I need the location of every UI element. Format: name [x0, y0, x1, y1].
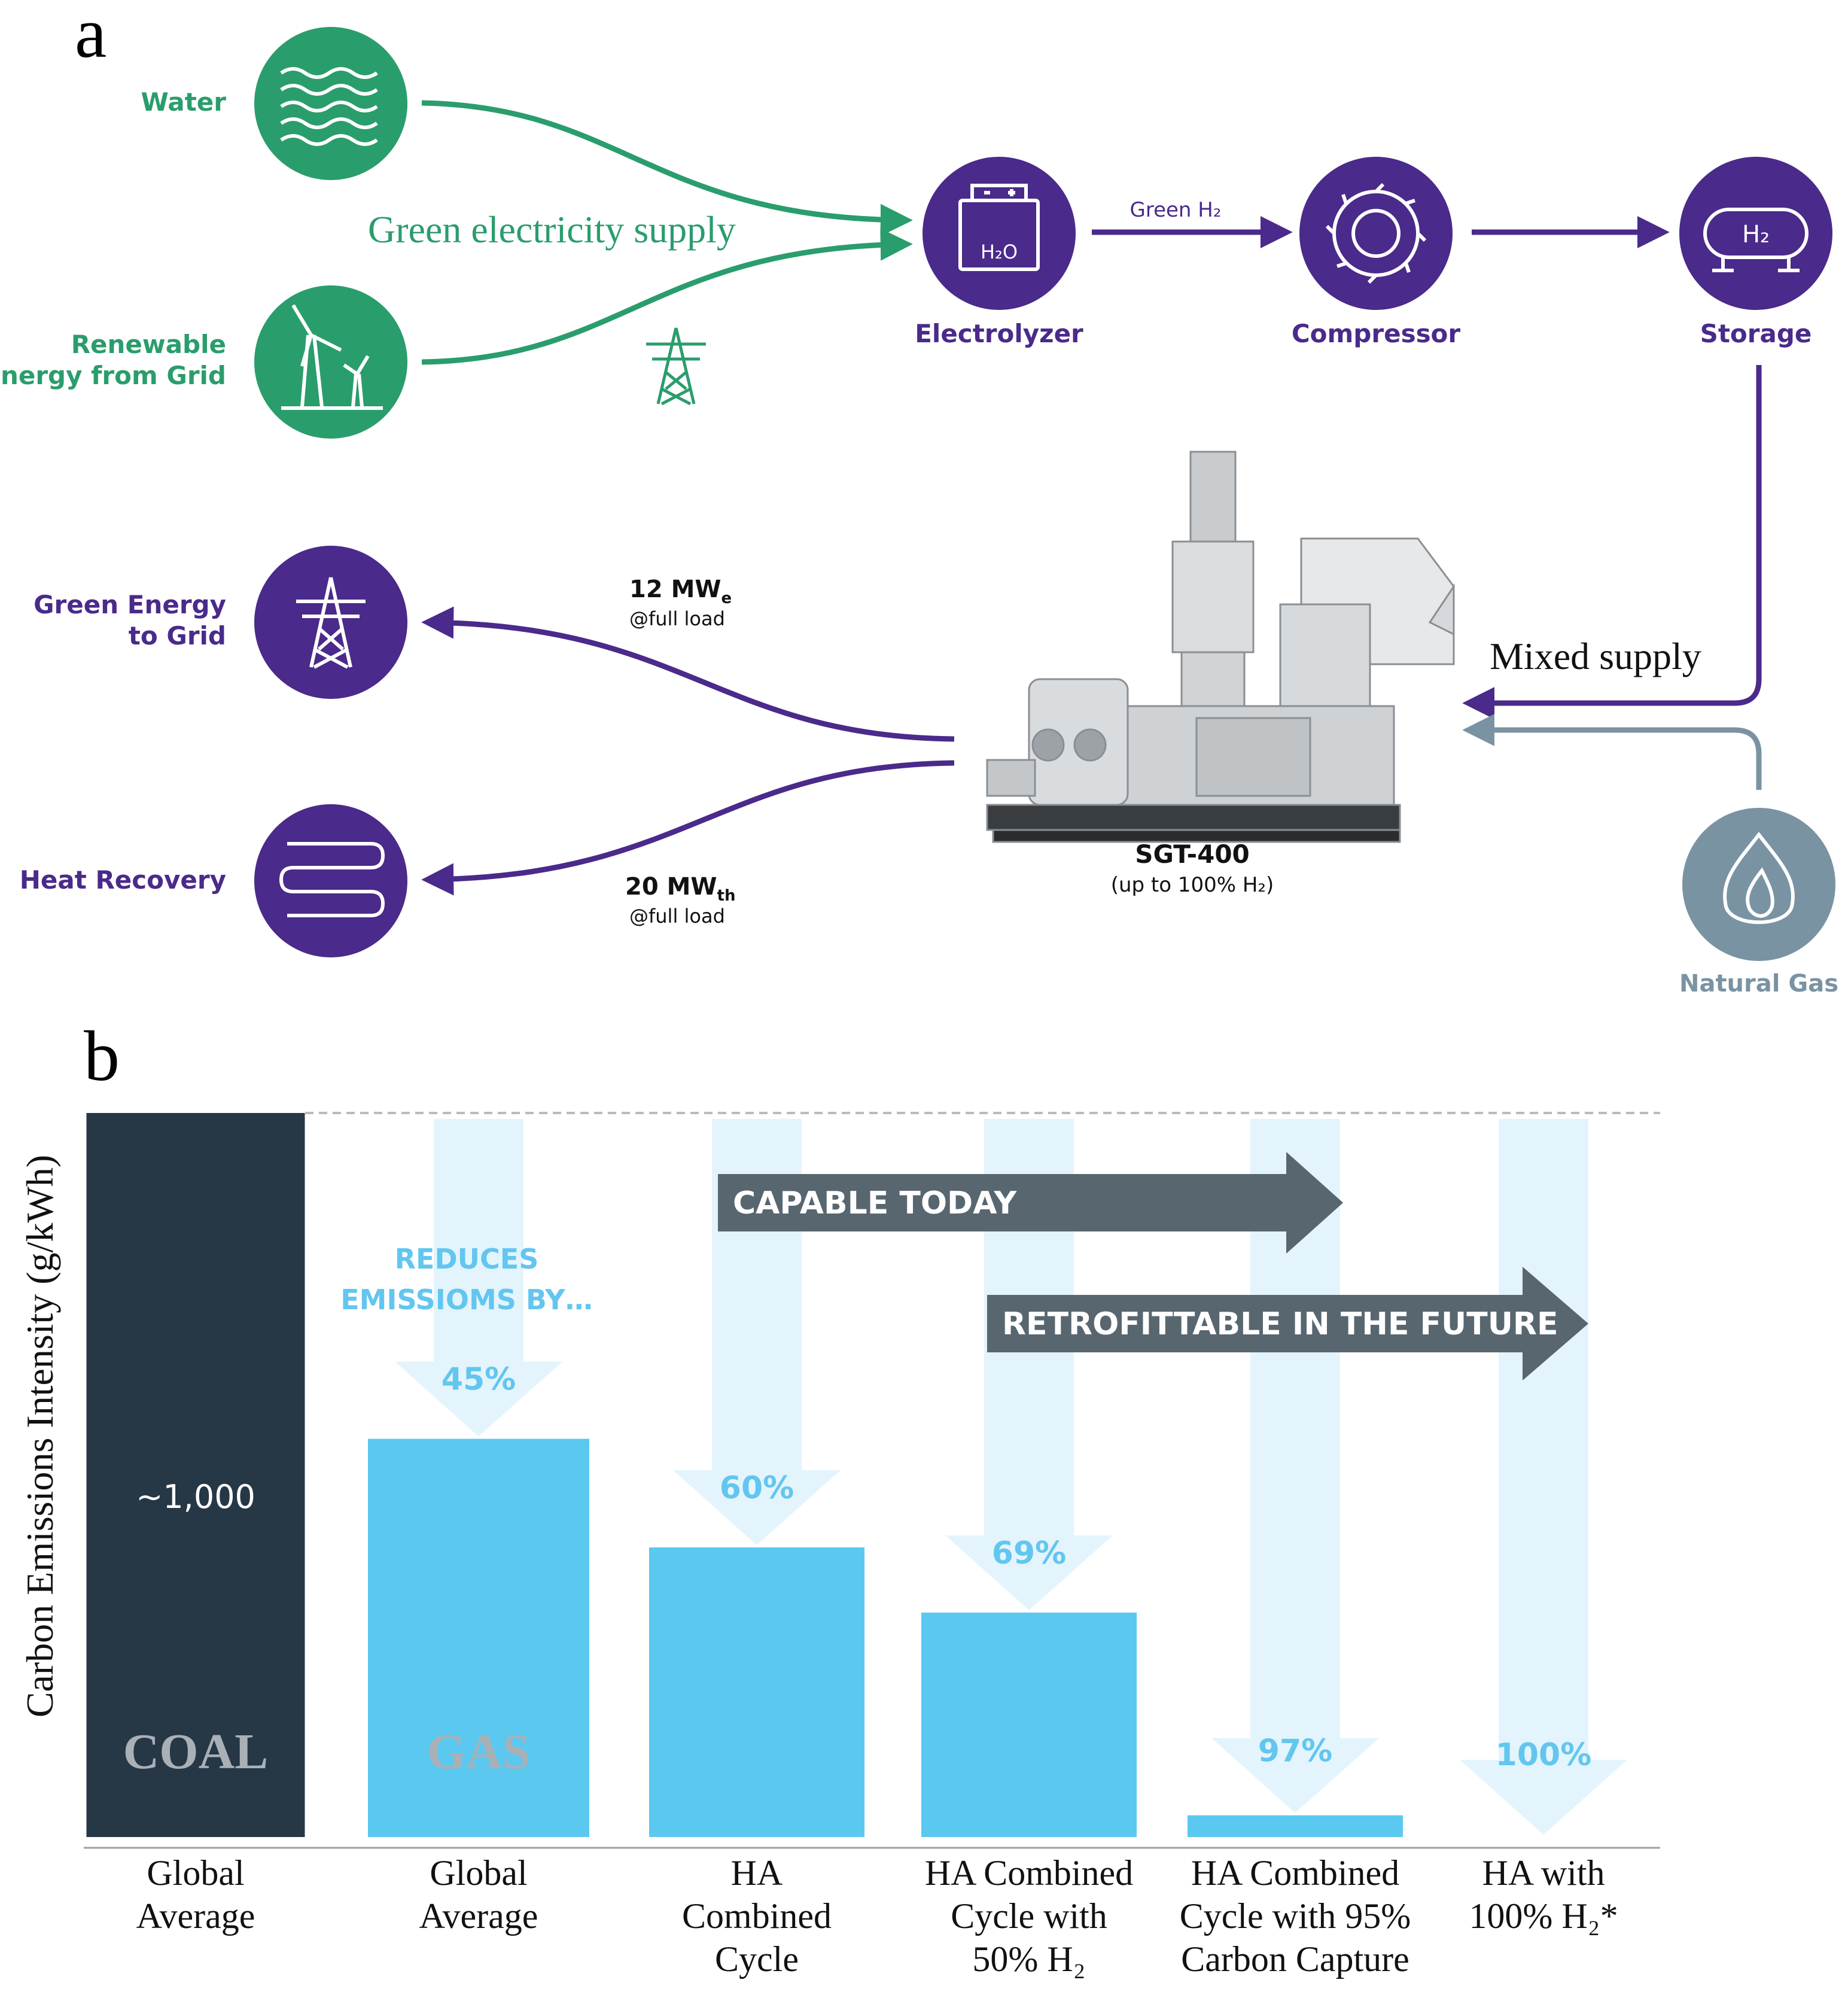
natural-gas-node: Natural Gas [1679, 808, 1838, 998]
bar [1188, 1815, 1403, 1837]
power-th-value: 20 MW [625, 873, 717, 901]
bar [649, 1547, 864, 1837]
bar [921, 1612, 1137, 1837]
power-thermal-annotation: 20 MWth @full load [625, 873, 735, 927]
category-label: Combined [682, 1896, 832, 1936]
water-to-electrolyzer-arrow [421, 100, 913, 236]
electrolyzer-symbol: H₂O [981, 241, 1018, 263]
bar [368, 1439, 589, 1837]
power-e-sub: e [721, 589, 732, 607]
category-label: Cycle [715, 1939, 799, 1979]
category-label: HA Combined [925, 1853, 1133, 1893]
green-supply-label: Green electricity supply [368, 208, 736, 251]
green-h2-label: Green H₂ [1130, 198, 1222, 222]
category-label: Average [136, 1896, 255, 1936]
power-pylon-icon [646, 327, 706, 406]
flow-connectors [421, 100, 1762, 896]
mixed-supply-label: Mixed supply [1490, 635, 1701, 677]
category-label: Average [419, 1896, 538, 1936]
category-label: HA [731, 1853, 783, 1893]
category-label: HA with [1482, 1853, 1605, 1893]
reduction-label: 45% [442, 1362, 516, 1398]
turbine-to-grid-arrow [421, 606, 955, 742]
reduces-label-2: EMISSIOMS BY… [340, 1284, 593, 1316]
storage-to-turbine-arrow [1462, 365, 1762, 719]
renewable-label-2: Energy from Grid [0, 361, 226, 390]
turbine-name: SGT-400 [1135, 840, 1250, 869]
svg-text:12 MWe: 12 MWe [629, 576, 732, 607]
green-grid-label-1: Green Energy [34, 590, 226, 619]
power-electric-annotation: 12 MWe @full load [629, 576, 732, 630]
storage-label: Storage [1700, 319, 1812, 348]
turbine-to-heat-arrow [421, 760, 955, 896]
category-label: Global [147, 1853, 244, 1893]
bar-type-label: COAL [123, 1724, 269, 1780]
reduction-label: 97% [1258, 1734, 1332, 1769]
category-label: Cycle with 95% [1180, 1896, 1411, 1936]
electrolyzer-node: H₂O Electrolyzer [915, 157, 1083, 348]
water-label: Water [141, 87, 227, 117]
storage-symbol: H₂ [1742, 221, 1770, 248]
bar-type-label: GAS [427, 1724, 531, 1780]
panel-b-label: b [84, 1016, 120, 1096]
power-e-note: @full load [629, 607, 725, 630]
reduction-label: 69% [992, 1535, 1066, 1571]
grid-pylon-icon [296, 577, 366, 669]
flame-icon [1723, 832, 1795, 925]
gas-to-turbine-arrow [1462, 714, 1762, 790]
reduction-label: 60% [720, 1470, 794, 1506]
panel-a-label: a [75, 0, 106, 72]
category-label: Cycle with [951, 1896, 1107, 1936]
compressor-gear-icon [1325, 183, 1427, 284]
power-e-value: 12 MW [629, 576, 721, 603]
capable-today-arrow [718, 1152, 1343, 1254]
heat-coil-icon [279, 842, 385, 917]
heat-recovery-node: Heat Recovery [20, 804, 407, 957]
renewable-label-1: Renewable [71, 330, 226, 359]
gas-turbine-package [986, 451, 1455, 843]
reduction-label: 100% [1496, 1737, 1592, 1773]
hydrogen-tank-icon [1703, 208, 1809, 272]
panel-b: b 45% 60% 69% 97% 100% REDUCES EMISSIOMS BY… ~1… [19, 1016, 1660, 1979]
y-axis-label: Carbon Emissions Intensity (g/kWh) [19, 1155, 61, 1717]
retrofittable-arrow [987, 1267, 1588, 1380]
natural-gas-label: Natural Gas [1679, 970, 1838, 998]
panel-a: a Water [0, 0, 1838, 998]
category-label: Carbon Capture [1181, 1939, 1409, 1979]
green-grid-node: Green Energy to Grid [34, 546, 407, 699]
category-label: 50% H₂ [972, 1939, 1085, 1979]
storage-node: H₂ Storage [1679, 157, 1832, 348]
renewable-node: Renewable Energy from Grid [0, 285, 407, 439]
emissions-chart: 45% 60% 69% 97% 100% REDUCES EMISSIOMS BY… ~1,0… [84, 1112, 1660, 1979]
compressor-label: Compressor [1292, 319, 1461, 348]
heat-recovery-label: Heat Recovery [20, 865, 226, 895]
reduction-arrow [1211, 1119, 1379, 1813]
power-th-sub: th [717, 887, 736, 905]
category-label: 100% H₂* [1469, 1896, 1618, 1936]
svg-text:20 MWth: 20 MWth [625, 873, 735, 905]
water-waves-icon [280, 67, 378, 146]
reduces-label-1: REDUCES [395, 1243, 539, 1275]
water-node: Water [141, 27, 407, 180]
category-label: Global [430, 1853, 527, 1893]
electrolyzer-battery-icon [958, 184, 1040, 271]
bar-value-label: ~1,000 [136, 1478, 255, 1516]
compressor-node: Compressor [1292, 157, 1461, 348]
category-label: HA Combined [1191, 1853, 1399, 1893]
green-grid-label-2: to Grid [129, 621, 226, 650]
electrolyzer-label: Electrolyzer [915, 319, 1083, 348]
bar [86, 1113, 305, 1837]
power-th-note: @full load [629, 905, 725, 927]
renewable-to-electrolyzer-arrow [421, 228, 913, 365]
retrofittable-label: RETROFITTABLE IN THE FUTURE [1002, 1306, 1558, 1342]
reduction-arrow [945, 1119, 1113, 1610]
capable-today-label: CAPABLE TODAY [733, 1185, 1017, 1221]
turbine-note: (up to 100% H₂) [1111, 873, 1274, 897]
reduction-arrow [1460, 1119, 1627, 1835]
wind-turbine-icon [281, 304, 383, 410]
reduction-arrow [395, 1119, 562, 1437]
